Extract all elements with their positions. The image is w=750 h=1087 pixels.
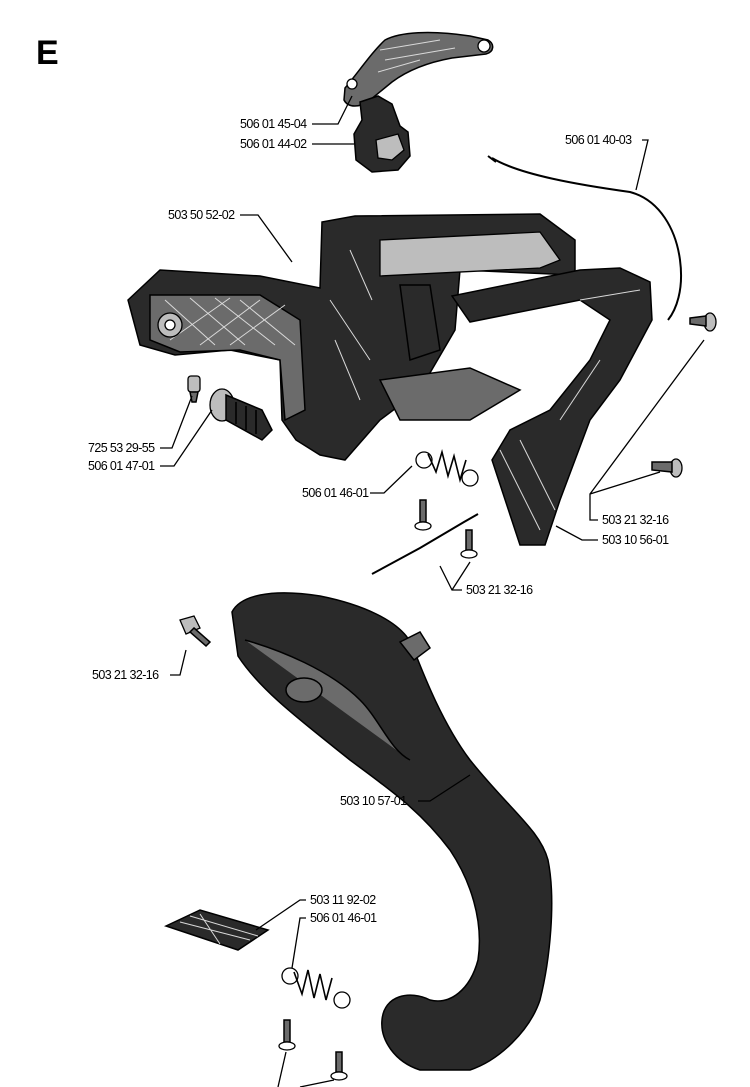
label-503-21-32-16-center: 503 21 32-16: [466, 583, 533, 597]
screw-part: [187, 375, 201, 403]
front-handle-part: [231, 592, 553, 1071]
brake-bracket-part: [353, 95, 411, 173]
label-506-01-44-02: 506 01 44-02: [240, 137, 307, 151]
spring-lower-part: [281, 967, 351, 1009]
label-506-01-40-03: 506 01 40-03: [565, 133, 632, 147]
label-506-01-47-01: 506 01 47-01: [88, 459, 155, 473]
label-506-01-45-04: 506 01 45-04: [240, 117, 307, 131]
screw-left-part: [179, 615, 212, 648]
screw-right-upper: [689, 312, 717, 332]
screw-right-lower: [651, 458, 683, 478]
brake-wire-part: [487, 155, 683, 321]
screws-bottom: [278, 1019, 348, 1081]
label-506-01-46-01-lower: 506 01 46-01: [310, 911, 377, 925]
handle-bracket-part: [127, 213, 576, 461]
label-503-10-57-01: 503 10 57-01: [340, 794, 407, 808]
rubber-buffer-part: [209, 388, 273, 441]
label-503-21-32-16-right: 503 21 32-16: [602, 513, 669, 527]
side-cover-part: [450, 267, 653, 546]
section-letter: E: [36, 34, 59, 72]
label-506-01-46-01-upper: 506 01 46-01: [302, 486, 369, 500]
leader-lines: [160, 95, 705, 1087]
rubber-pad-part: [163, 909, 270, 951]
label-725-53-29-55: 725 53 29-55: [88, 441, 155, 455]
label-503-10-56-01: 503 10 56-01: [602, 533, 669, 547]
label-503-50-52-02: 503 50 52-02: [168, 208, 235, 222]
label-503-21-32-16-left: 503 21 32-16: [92, 668, 159, 682]
label-503-11-92-02: 503 11 92-02: [310, 893, 376, 907]
screws-center: [371, 499, 479, 575]
brake-lever-part: [343, 31, 494, 107]
part-labels: 506 01 45-04 506 01 44-02 506 01 40-03 5…: [88, 117, 670, 925]
spring-upper-part: [415, 448, 479, 487]
